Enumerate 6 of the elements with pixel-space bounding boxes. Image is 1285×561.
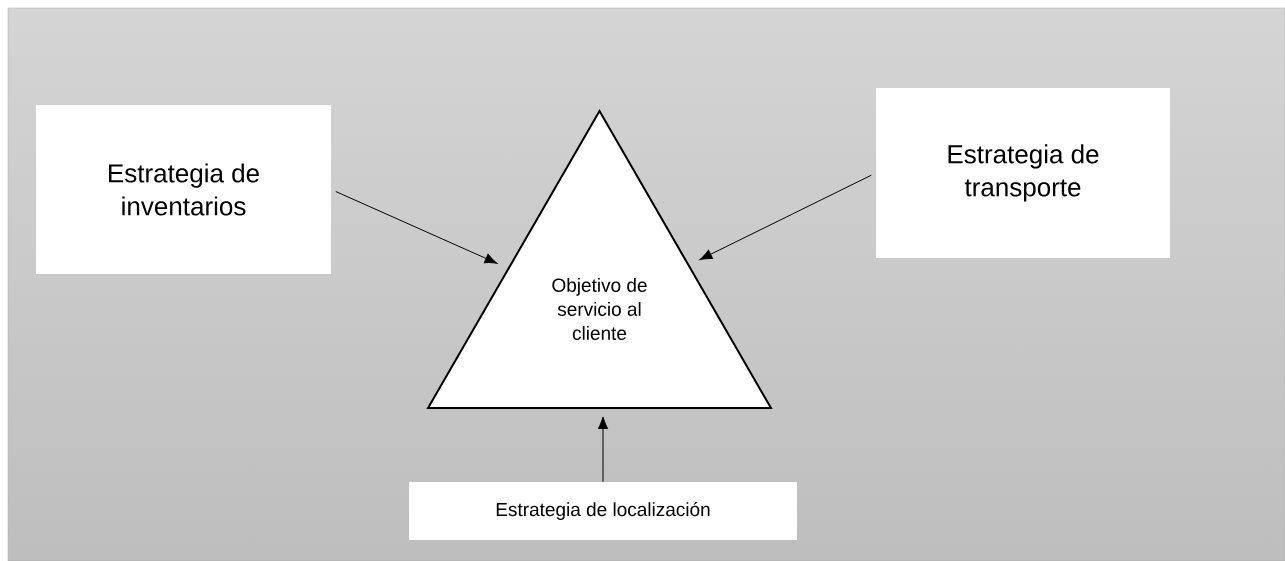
text-box: Estrategia de localización [409, 482, 797, 540]
text-box: Estrategia de inventarios [36, 105, 331, 274]
arrow [335, 191, 498, 264]
arrow [699, 174, 872, 260]
text-box: Estrategia de transporte [876, 88, 1170, 258]
arrow [597, 416, 609, 483]
